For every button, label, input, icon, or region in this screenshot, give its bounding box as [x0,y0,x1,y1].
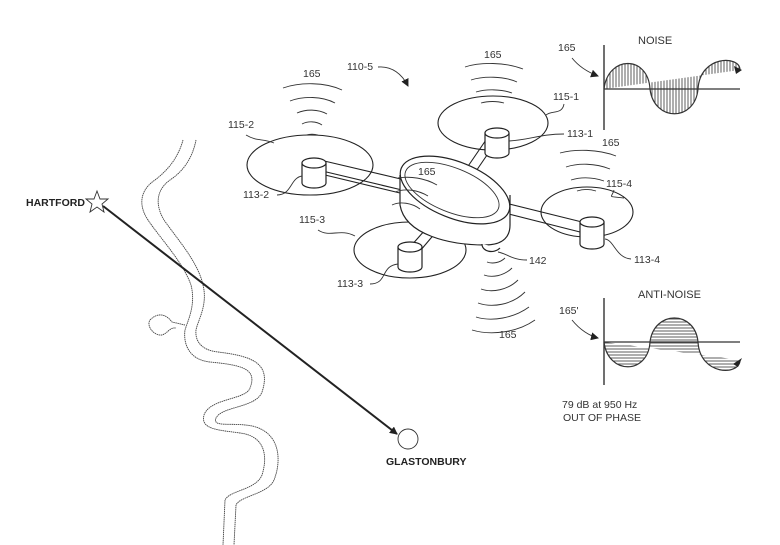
anti-noise-title: ANTI-NOISE [638,289,701,301]
anti-noise-caption-2: OUT OF PHASE [563,412,641,424]
motor-ref-113-3: 113-3 [337,278,363,290]
motor-ref-113-1: 113-1 [567,128,593,140]
motor-113-4 [579,216,605,250]
motor-ref-113-2: 113-2 [243,189,269,201]
noise-ref-115-4: 165 [602,137,620,149]
vehicle-ref-label: 110-5 [347,61,373,73]
motor-ref-113-4: 113-4 [634,254,660,266]
noise-ref-bottom: 165 [499,329,517,341]
vehicle-body: 165 [391,155,511,253]
star-icon [84,189,110,214]
flight-path-arrow [102,205,398,435]
anti-noise-chart: ANTI-NOISE 165' 79 dB at 950 Hz OUT OF P… [559,289,742,424]
noise-ref-label: 165 [558,42,576,54]
noise-title: NOISE [638,35,672,47]
motor-113-3 [397,241,423,273]
prop-ref-115-2: 115-2 [228,119,254,131]
noise-ref-115-1: 165 [484,49,502,61]
circle-icon [397,428,419,450]
origin-label: HARTFORD [26,197,85,209]
aerial-vehicle: 110-5 [228,49,660,341]
destination-label: GLASTONBURY [386,456,467,468]
river [141,139,279,545]
anti-noise-waveform [603,317,741,371]
noise-arcs-bottom: 165 [471,257,536,341]
noise-ref-115-2: 165 [303,68,321,80]
noise-arcs-115-1: 165 [464,49,524,104]
body-noise-ref: 165 [418,166,436,178]
sensor-ref-142: 142 [529,255,547,267]
anti-noise-ref-label: 165' [559,305,579,317]
motor-113-2 [301,157,327,189]
anti-noise-caption-1: 79 dB at 950 Hz [562,399,637,411]
noise-waveform [603,59,741,115]
noise-chart: NOISE 165 [558,35,742,130]
prop-ref-115-3: 115-3 [299,214,325,226]
noise-arcs-115-4: 165 [559,137,620,192]
motor-113-1 [484,127,510,159]
propeller-disk-115-2 [246,134,374,196]
noise-arcs-115-2: 165 [282,68,343,136]
prop-ref-115-1: 115-1 [553,91,579,103]
prop-ref-115-4: 115-4 [606,178,632,190]
